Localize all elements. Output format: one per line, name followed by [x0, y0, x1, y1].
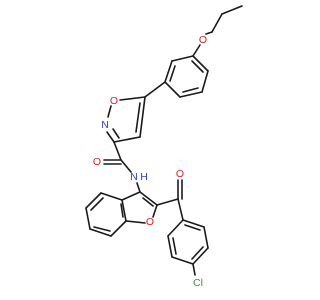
bond	[164, 60, 173, 83]
bond	[177, 198, 184, 221]
bond	[167, 219, 184, 237]
chlorophenyl-ring	[167, 219, 209, 276]
bond	[121, 191, 141, 201]
bond	[90, 197, 104, 211]
bond	[110, 220, 127, 237]
bond	[192, 263, 196, 276]
ketone-group	[156, 179, 184, 221]
bond	[152, 204, 158, 218]
atom-label-isoxazole-nitrogen: N	[101, 119, 109, 131]
bond	[179, 91, 203, 98]
bond	[85, 207, 91, 230]
atom-label-amide-nitrogen: N	[130, 171, 138, 183]
bond	[182, 87, 199, 93]
bond	[191, 60, 204, 73]
bond	[93, 226, 111, 232]
bond	[167, 235, 173, 258]
bond	[191, 246, 204, 260]
bond	[172, 237, 177, 255]
ethyl-group	[211, 5, 243, 33]
bond	[136, 182, 141, 193]
bond	[125, 220, 146, 224]
amide-group	[103, 141, 141, 193]
bond	[100, 192, 123, 201]
structure-diagram: O O N O N H O O Cl	[85, 5, 243, 289]
bond	[182, 219, 205, 228]
bond	[203, 226, 209, 249]
bond	[169, 65, 176, 82]
bond	[113, 136, 141, 143]
atom-label-furan-oxygen: O	[146, 216, 154, 228]
bond	[144, 81, 166, 98]
bond	[119, 96, 146, 101]
bond	[139, 96, 146, 138]
benzofuran-system	[85, 191, 158, 237]
bond	[135, 102, 141, 133]
bond	[156, 198, 179, 206]
bond	[89, 228, 112, 237]
bond	[120, 203, 124, 218]
bond	[211, 13, 223, 33]
bond	[121, 199, 127, 222]
bond	[113, 141, 122, 161]
bond	[171, 256, 194, 265]
atom-label-amide-oxygen: O	[93, 156, 101, 168]
molecule-canvas: O O N O N H O O Cl	[85, 5, 243, 289]
bond	[201, 70, 209, 93]
bond	[192, 247, 209, 265]
bond	[142, 197, 154, 207]
bond	[106, 131, 115, 143]
bond	[139, 191, 158, 206]
bond	[192, 44, 201, 57]
bond	[221, 5, 243, 15]
bond	[192, 55, 209, 72]
bond	[107, 105, 112, 118]
atom-label-isoxazole-oxygen: O	[110, 95, 118, 107]
bond	[85, 192, 102, 209]
bond	[120, 159, 132, 173]
isoxazole-ring	[106, 96, 146, 143]
bond	[184, 224, 201, 231]
ethoxyphenyl-ring	[164, 55, 209, 98]
atom-label-ether-oxygen: O	[199, 34, 207, 46]
bond	[112, 128, 120, 139]
bond	[164, 81, 181, 98]
atom-label-chlorine: Cl	[193, 277, 203, 289]
bond	[171, 55, 194, 62]
bond	[205, 31, 213, 35]
atom-label-ketone-oxygen: O	[176, 168, 184, 180]
atom-label-amide-hydrogen: H	[140, 171, 148, 183]
